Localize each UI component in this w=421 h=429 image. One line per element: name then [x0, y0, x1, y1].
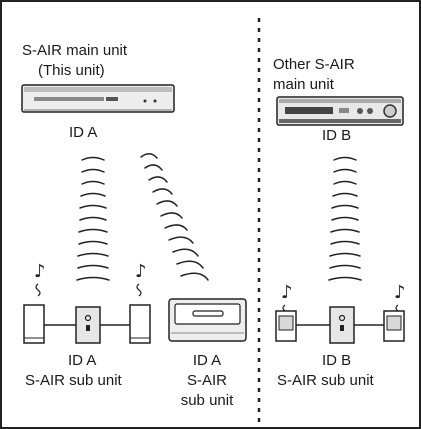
speaker-icon	[383, 310, 405, 342]
left-sub-label: S-AIR sub unit	[25, 372, 122, 389]
svg-text:♪: ♪	[281, 282, 293, 303]
main-unit-icon	[21, 84, 175, 113]
right-main-unit-subtitle: main unit	[273, 76, 334, 93]
wireless-signal-icon	[328, 156, 362, 281]
av-receiver-icon	[276, 96, 404, 126]
left-sub2-id: ID A	[192, 352, 222, 369]
right-main-unit-title: Other S-AIR	[273, 56, 355, 73]
svg-text:♪: ♪	[135, 261, 147, 282]
svg-text:♪: ♪	[34, 261, 46, 282]
right-main-id: ID B	[322, 127, 352, 144]
speaker-icon	[129, 304, 151, 344]
left-main-unit-title: S-AIR main unit	[22, 42, 128, 59]
sub-unit-icon	[329, 306, 355, 344]
sub-unit-icon	[168, 298, 247, 342]
left-main-id: ID A	[69, 124, 98, 141]
left-sub2-line2: sub unit	[180, 392, 234, 409]
speaker-icon	[23, 304, 45, 344]
music-note-icon: ♪	[135, 261, 147, 297]
wireless-signal-icon	[140, 153, 209, 281]
right-sub-label: S-AIR sub unit	[277, 372, 374, 389]
speaker-icon	[275, 310, 297, 342]
svg-text:♪: ♪	[394, 282, 406, 303]
left-sub-id: ID A	[68, 352, 97, 369]
left-sub2-line1: S-AIR	[186, 372, 227, 389]
wireless-signal-icon	[76, 156, 110, 281]
left-main-unit-subtitle: (This unit)	[38, 62, 105, 79]
sub-unit-icon	[75, 306, 101, 344]
right-sub-id: ID B	[322, 352, 352, 369]
music-note-icon: ♪	[34, 261, 46, 297]
